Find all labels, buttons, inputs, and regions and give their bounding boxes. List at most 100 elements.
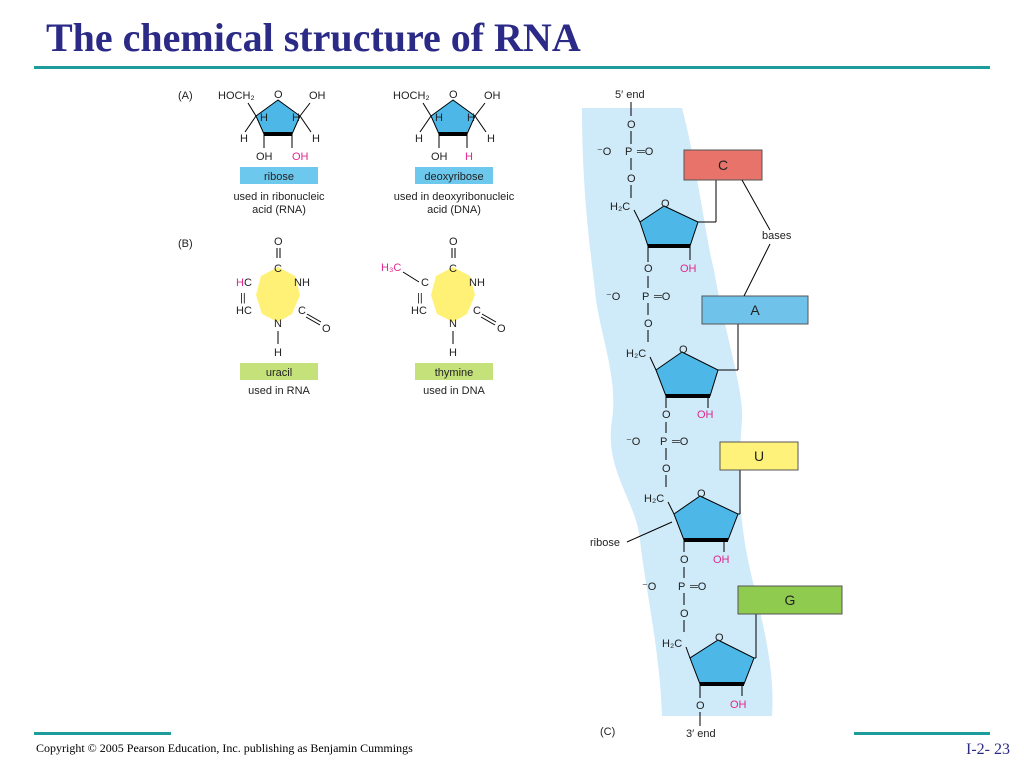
svg-text:H: H xyxy=(487,133,495,145)
svg-text:O: O xyxy=(274,236,283,248)
uracil-structure: O C H C NH || HC C O N H uracil used in … xyxy=(236,236,331,397)
svg-text:H: H xyxy=(292,112,300,124)
svg-text:C: C xyxy=(449,263,457,275)
svg-text:P: P xyxy=(660,436,667,448)
nucleotide-c: ⁻O P ═O O H₂C O C OH O xyxy=(597,131,763,275)
svg-text:C: C xyxy=(244,277,252,289)
thymine-label: thymine xyxy=(435,367,474,379)
nucleotide-g: ⁻O P ═O O H₂C O G OH O xyxy=(642,567,843,726)
base-g-label: G xyxy=(785,592,796,608)
svg-text:O: O xyxy=(662,409,671,421)
svg-text:OH: OH xyxy=(680,263,697,275)
svg-text:acid (DNA): acid (DNA) xyxy=(427,204,481,216)
bases-callout-label: bases xyxy=(762,230,792,242)
svg-text:O: O xyxy=(497,323,506,335)
svg-text:⁻O: ⁻O xyxy=(606,291,621,303)
svg-text:HC: HC xyxy=(411,305,427,317)
svg-text:OH: OH xyxy=(713,554,730,566)
ribose-structure: HOCH₂ O OH H H H H OH OH ribose used in … xyxy=(218,89,326,216)
svg-text:OH: OH xyxy=(256,151,273,163)
svg-text:used in DNA: used in DNA xyxy=(423,385,485,397)
slide-number: I-2- 23 xyxy=(966,741,1010,758)
svg-text:H: H xyxy=(274,347,282,359)
three-prime-end-label: 3′ end xyxy=(686,728,716,740)
svg-text:H: H xyxy=(312,133,320,145)
footer-rule-left xyxy=(34,732,171,735)
copyright-text: Copyright © 2005 Pearson Education, Inc.… xyxy=(36,741,413,755)
svg-text:═O: ═O xyxy=(653,291,671,303)
svg-text:⁻O: ⁻O xyxy=(626,436,641,448)
svg-text:P: P xyxy=(642,291,649,303)
svg-text:H: H xyxy=(465,151,473,163)
svg-text:═O: ═O xyxy=(671,436,689,448)
svg-text:⁻O: ⁻O xyxy=(597,146,612,158)
svg-text:OH: OH xyxy=(484,90,501,102)
svg-text:O: O xyxy=(627,173,636,185)
svg-text:H₂C: H₂C xyxy=(610,201,630,213)
svg-text:used in ribonucleic: used in ribonucleic xyxy=(233,191,325,203)
svg-text:═O: ═O xyxy=(636,146,654,158)
svg-text:O: O xyxy=(697,488,706,500)
svg-text:O: O xyxy=(644,263,653,275)
svg-text:||: || xyxy=(417,292,423,304)
svg-text:OH: OH xyxy=(431,151,448,163)
svg-text:H₂C: H₂C xyxy=(626,348,646,360)
svg-text:acid (RNA): acid (RNA) xyxy=(252,204,306,216)
svg-text:H: H xyxy=(467,112,475,124)
svg-text:P: P xyxy=(678,581,685,593)
svg-text:C: C xyxy=(421,277,429,289)
svg-text:O: O xyxy=(644,318,653,330)
svg-text:||: || xyxy=(240,292,246,304)
svg-text:O: O xyxy=(662,463,671,475)
svg-text:H: H xyxy=(415,133,423,145)
svg-text:H₂C: H₂C xyxy=(662,638,682,650)
deoxyribose-structure: HOCH₂ O OH H H H H OH H deoxyribose used… xyxy=(393,89,515,216)
svg-text:O: O xyxy=(274,89,283,101)
svg-text:H: H xyxy=(240,133,248,145)
base-u-label: U xyxy=(754,448,764,464)
svg-text:O: O xyxy=(715,632,724,644)
svg-text:HC: HC xyxy=(236,305,252,317)
svg-text:OH: OH xyxy=(292,151,309,163)
svg-text:H: H xyxy=(236,277,244,289)
nucleotide-a: ⁻O P ═O O H₂C O A OH O xyxy=(606,276,809,421)
svg-text:N: N xyxy=(449,318,457,330)
svg-text:H₃C: H₃C xyxy=(381,262,401,274)
svg-text:HOCH₂: HOCH₂ xyxy=(218,90,255,102)
svg-text:═O: ═O xyxy=(689,581,707,593)
svg-text:OH: OH xyxy=(309,90,326,102)
svg-text:NH: NH xyxy=(294,277,310,289)
title-rule xyxy=(34,66,990,69)
svg-text:O: O xyxy=(449,236,458,248)
nucleotide-u: ⁻O P ═O O H₂C O U ribose OH O xyxy=(590,422,799,566)
svg-text:O: O xyxy=(680,554,689,566)
deoxyribose-label: deoxyribose xyxy=(424,171,483,183)
svg-text:used in deoxyribonucleic: used in deoxyribonucleic xyxy=(394,191,515,203)
page-title: The chemical structure of RNA xyxy=(46,15,581,60)
ribose-callout-label: ribose xyxy=(590,537,620,549)
svg-text:C: C xyxy=(298,305,306,317)
sugar-phosphate-backbone xyxy=(582,108,773,716)
svg-text:O: O xyxy=(449,89,458,101)
svg-text:HOCH₂: HOCH₂ xyxy=(393,90,430,102)
five-prime-end-label: 5′ end xyxy=(615,89,645,101)
svg-text:H₂C: H₂C xyxy=(644,493,664,505)
base-a-label: A xyxy=(750,302,760,318)
svg-text:H: H xyxy=(260,112,268,124)
svg-text:OH: OH xyxy=(730,699,747,711)
svg-text:⁻O: ⁻O xyxy=(642,581,657,593)
svg-text:H: H xyxy=(435,112,443,124)
panel-label-a: (A) xyxy=(178,90,193,102)
svg-text:O: O xyxy=(627,119,636,131)
svg-text:P: P xyxy=(625,146,632,158)
panel-label-b: (B) xyxy=(178,238,193,250)
base-c-label: C xyxy=(718,157,728,173)
svg-text:N: N xyxy=(274,318,282,330)
svg-text:O: O xyxy=(696,700,705,712)
svg-text:O: O xyxy=(661,198,670,210)
svg-text:used in RNA: used in RNA xyxy=(248,385,310,397)
svg-text:O: O xyxy=(322,323,331,335)
svg-text:OH: OH xyxy=(697,409,714,421)
panel-label-c: (C) xyxy=(600,726,615,738)
